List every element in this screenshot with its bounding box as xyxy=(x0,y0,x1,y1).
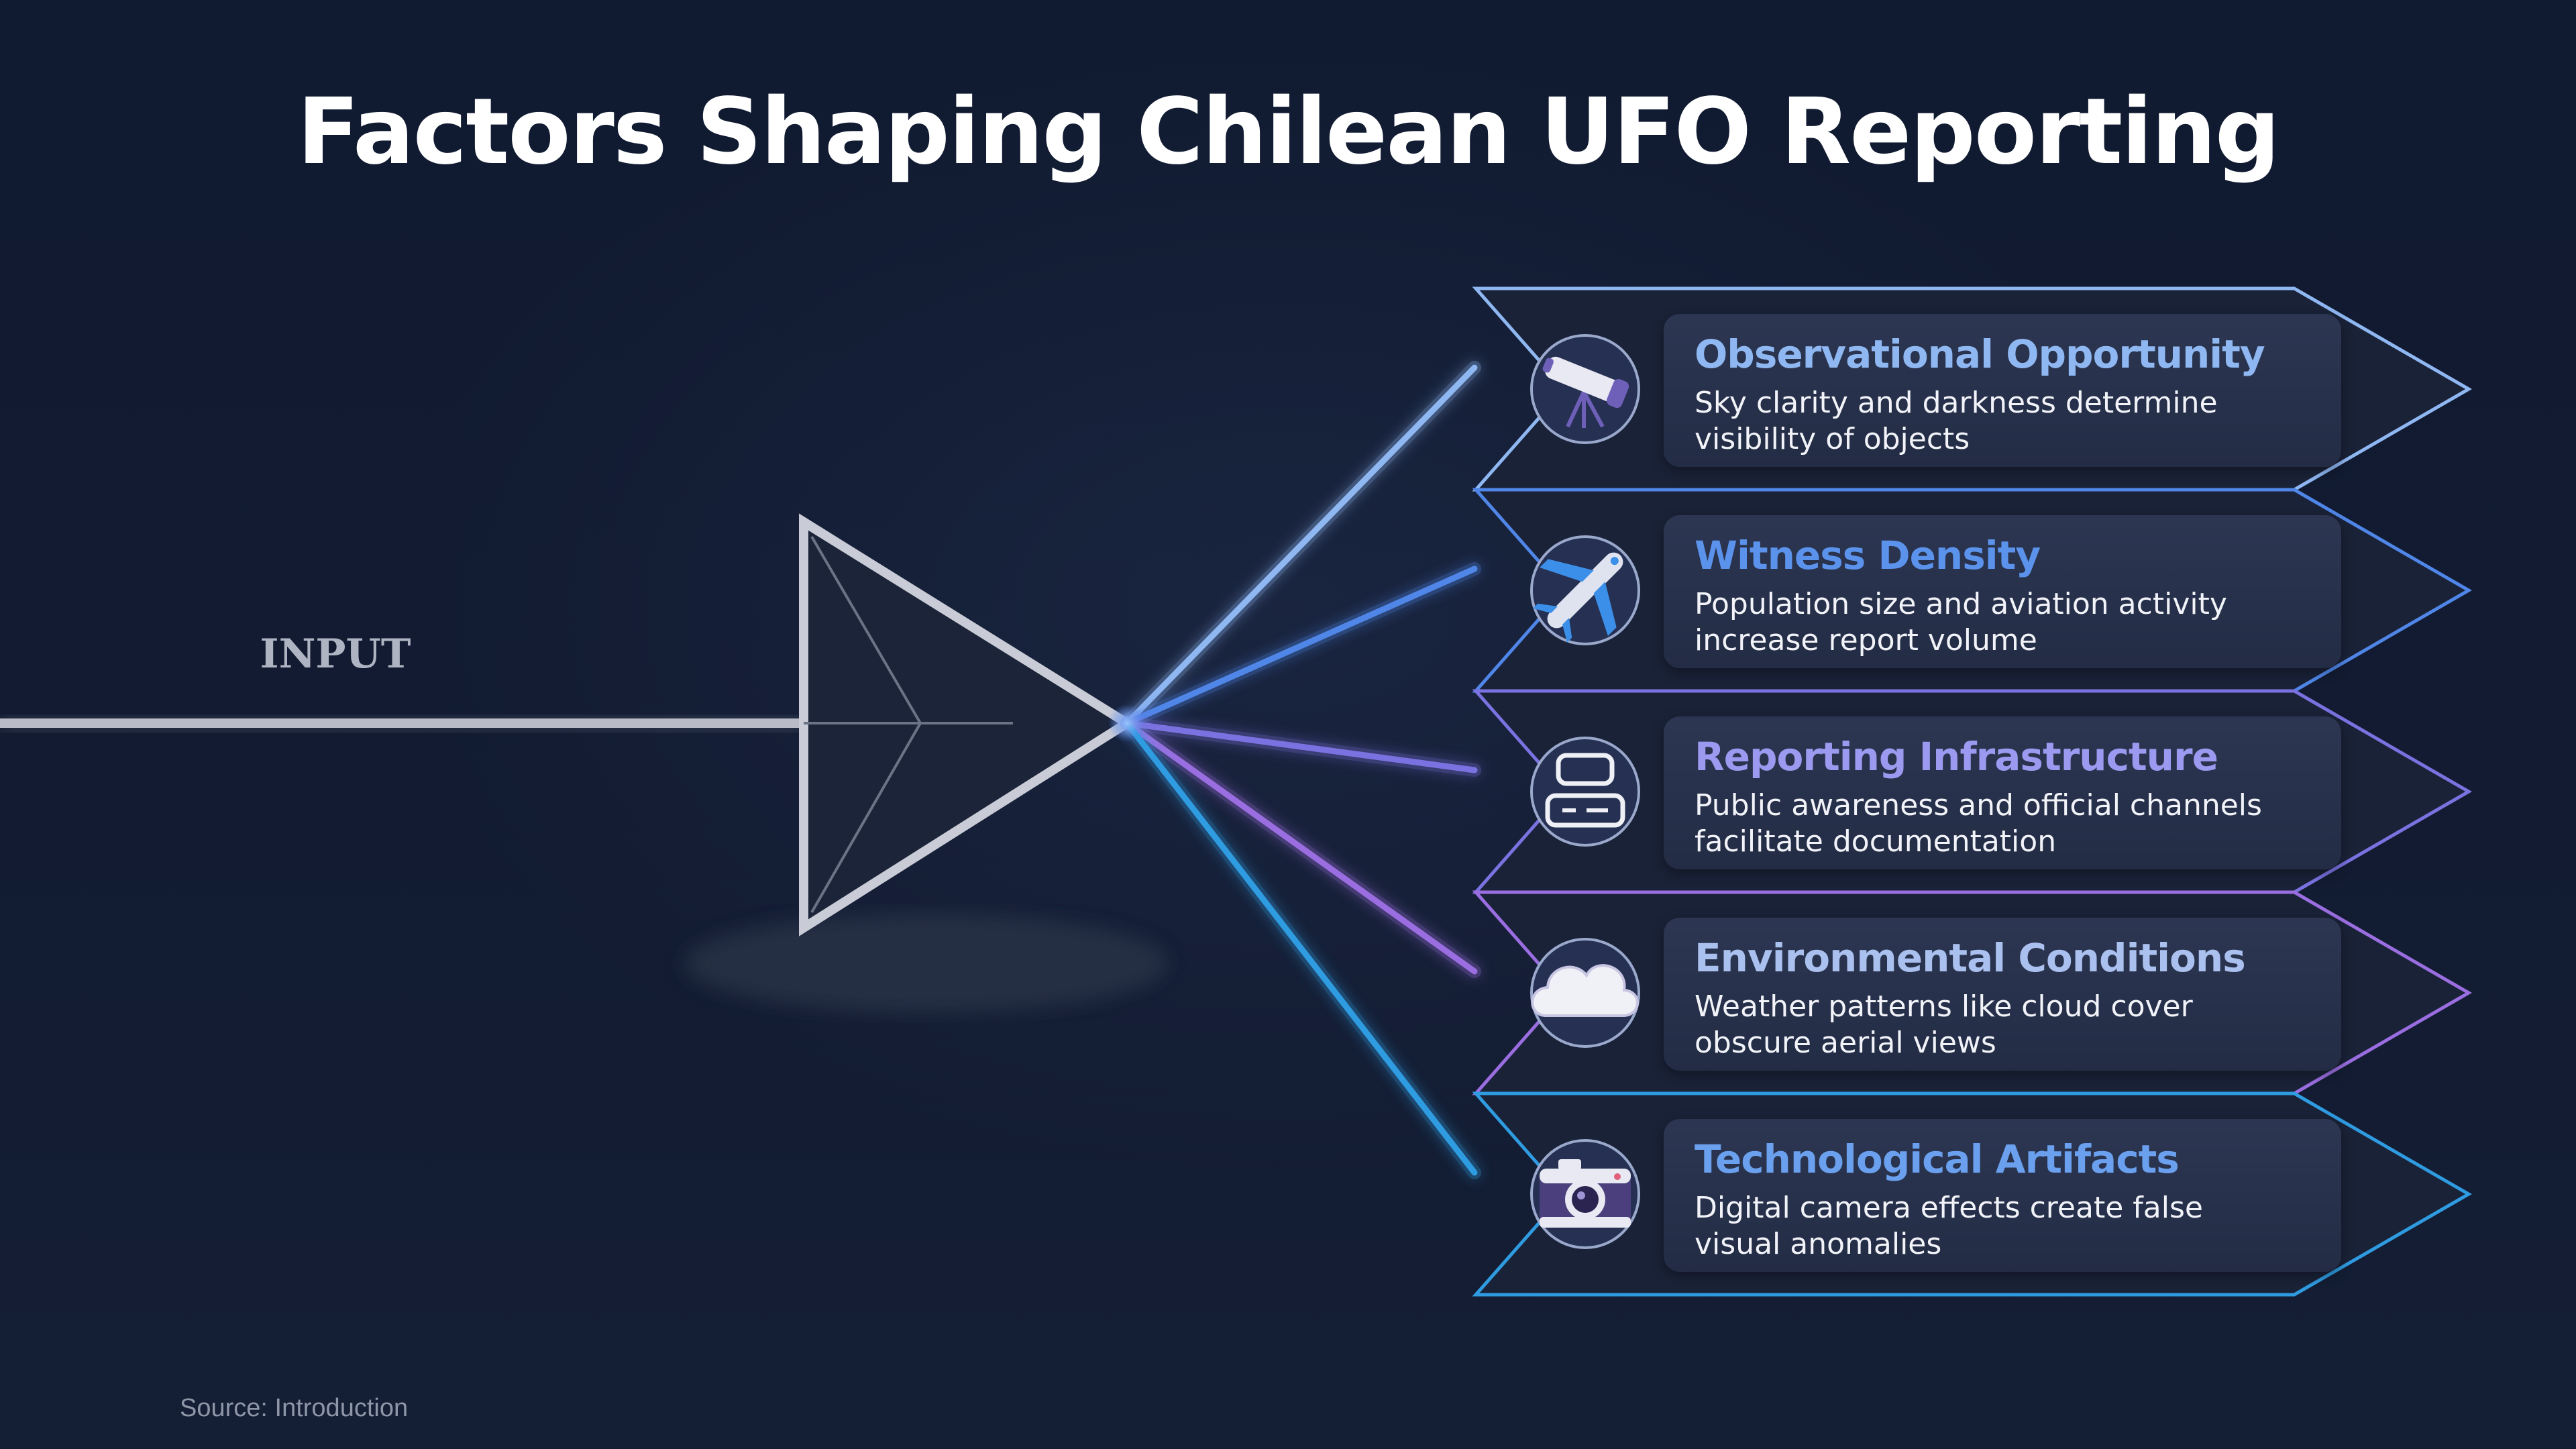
beam-3 xyxy=(1124,720,1478,773)
factor-title: Environmental Conditions xyxy=(1695,935,2246,981)
cloud-icon xyxy=(1530,938,1640,1048)
beam-focus-glow xyxy=(1108,704,1146,742)
factor-title: Witness Density xyxy=(1695,533,2041,578)
input-label: INPUT xyxy=(260,631,411,678)
factor-title: Reporting Infrastructure xyxy=(1695,734,2218,780)
source-note: Source: Introduction xyxy=(180,1394,409,1422)
factor-description: Population size and aviation activity in… xyxy=(1695,587,2227,657)
prism xyxy=(799,513,1136,936)
beam-2 xyxy=(1124,566,1478,727)
factor-description: Sky clarity and darkness determine visib… xyxy=(1695,386,2218,456)
output-beams xyxy=(1120,361,1481,1179)
factor-title: Technological Artifacts xyxy=(1695,1136,2180,1182)
prism-shadow xyxy=(684,914,1167,1013)
slide-title: Factors Shaping Chilean UFO Reporting xyxy=(297,79,2280,185)
factor-title: Observational Opportunity xyxy=(1695,331,2265,377)
beam-5 xyxy=(1124,720,1478,1176)
factor-description: Weather patterns like cloud cover obscur… xyxy=(1695,989,2193,1060)
camera-icon xyxy=(1530,1139,1640,1249)
factor-description: Digital camera effects create false visu… xyxy=(1695,1191,2203,1261)
beam-1 xyxy=(1124,364,1478,727)
airplane-icon xyxy=(1530,535,1640,645)
beam-4 xyxy=(1124,720,1478,975)
server-icon xyxy=(1530,737,1640,847)
input-beam xyxy=(0,716,805,731)
telescope-icon xyxy=(1530,334,1640,444)
factor-description: Public awareness and official channels f… xyxy=(1695,788,2262,859)
